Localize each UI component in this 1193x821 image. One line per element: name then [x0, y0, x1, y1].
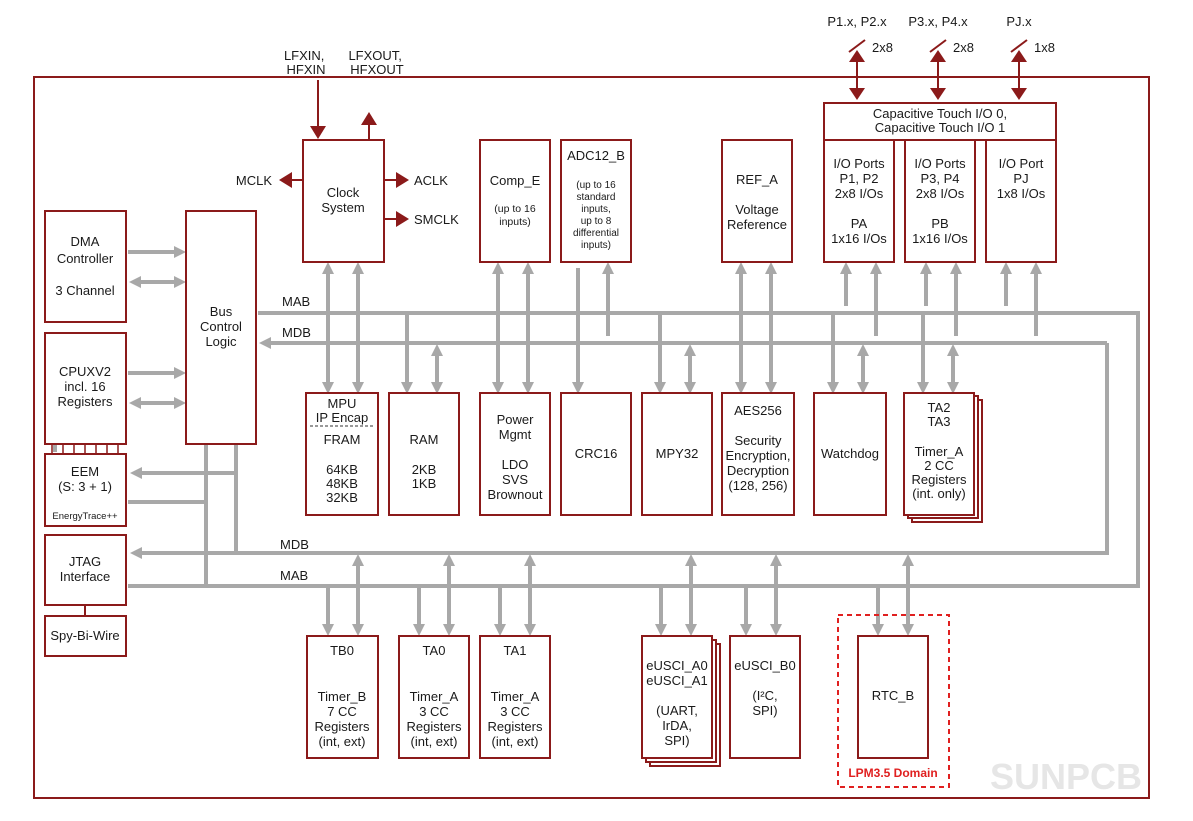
svg-text:Spy-Bi-Wire: Spy-Bi-Wire: [50, 628, 119, 643]
svg-text:Watchdog: Watchdog: [821, 446, 879, 461]
watchdog-block: Watchdog: [813, 392, 887, 516]
spy-bi-wire-block: Spy-Bi-Wire: [44, 615, 127, 657]
captouch-block: Capacitive Touch I/O 0,Capacitive Touch …: [823, 102, 1057, 141]
p3-p4-width: 2x8: [953, 40, 974, 55]
mdb-upper-label: MDB: [282, 325, 311, 340]
mab-upper-label: MAB: [282, 294, 310, 309]
chip-boundary: [33, 76, 1150, 799]
energytrace-label: EnergyTrace++: [52, 511, 118, 522]
aclk-label: ACLK: [414, 173, 448, 188]
upper-mdb-bus: [234, 343, 1109, 555]
pj-width: 1x8: [1034, 40, 1055, 55]
external-labels: P1.x, P2.x 2x8 P3.x, P4.x 2x8 PJ.x 1x8 L…: [236, 14, 1055, 227]
mclk-label: MCLK: [236, 173, 272, 188]
svg-text:ADC12_B: ADC12_B: [567, 148, 625, 163]
svg-text:MPY32: MPY32: [656, 446, 699, 461]
upper-mab-bus: [204, 311, 1140, 588]
eem-block: EEM(S: 3 + 1) EnergyTrace++: [44, 453, 127, 527]
svg-text:Comp_E: Comp_E: [490, 173, 541, 188]
bus-labels: MAB MDB MDB MAB: [280, 294, 311, 583]
upper-connections: [322, 262, 1042, 394]
p1-p2-label: P1.x, P2.x: [827, 14, 887, 29]
eusci-b-block: eUSCI_B0(I²C,SPI): [729, 635, 801, 759]
svg-text:Capacitive Touch I/O 0,Capacit: Capacitive Touch I/O 0,Capacitive Touch …: [873, 106, 1007, 135]
svg-text:EEM(S: 3 + 1): EEM(S: 3 + 1): [58, 464, 112, 494]
lpm35-label: LPM3.5 Domain: [848, 766, 937, 780]
rtc-b-label: RTC_B: [872, 688, 914, 703]
p1-p2-width: 2x8: [872, 40, 893, 55]
svg-text:eUSCI_B0(I²C,SPI): eUSCI_B0(I²C,SPI): [734, 658, 795, 718]
pin-arrows: [279, 39, 1028, 227]
svg-text:CRC16: CRC16: [575, 446, 618, 461]
crc16-block: CRC16: [560, 392, 632, 516]
bus-lines: [53, 246, 1140, 636]
lfxout-label: LFXOUT, HFXOUT: [348, 48, 405, 77]
lpm35-domain: RTC_B LPM3.5 Domain: [837, 614, 950, 788]
p3-p4-label: P3.x, P4.x: [908, 14, 968, 29]
lfxin-label: LFXIN, HFXIN: [284, 48, 328, 77]
mdb-lower-label: MDB: [280, 537, 309, 552]
smclk-label: SMCLK: [414, 212, 459, 227]
watermark: SUNPCB: [990, 756, 1142, 797]
pj-label: PJ.x: [1006, 14, 1032, 29]
mpy32-block: MPY32: [641, 392, 713, 516]
mab-lower-label: MAB: [280, 568, 308, 583]
lower-connections: [322, 554, 914, 636]
